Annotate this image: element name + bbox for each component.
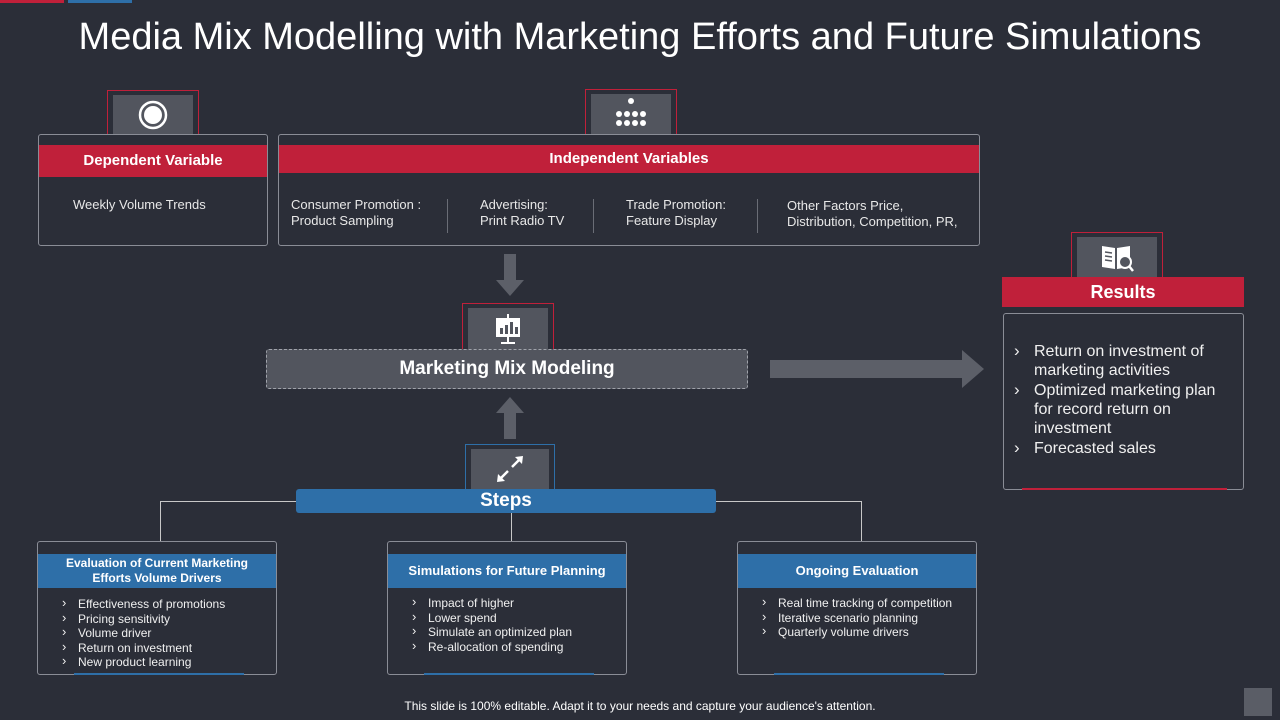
list-item: Effectiveness of promotions (60, 596, 225, 612)
steps-icon-frame (465, 444, 555, 490)
arrow-right-icon (770, 350, 984, 388)
step-card-2: Simulations for Future Planning Impact o… (387, 541, 627, 675)
independent-variables-card: Independent Variables Consumer Promotion… (278, 134, 980, 246)
list-item: Return on investment (60, 640, 225, 656)
step-card-underline (74, 673, 244, 675)
list-item: Return on investment of marketing activi… (1004, 341, 1229, 380)
slide-corner-marker (1244, 688, 1272, 716)
step-card-list: Impact of higher Lower spend Simulate an… (410, 595, 572, 655)
dependent-variable-header: Dependent Variable (39, 145, 267, 177)
connector-line (160, 501, 296, 502)
independent-item-4: Other Factors Price, Distribution, Compe… (787, 198, 958, 229)
connector-line (716, 501, 862, 502)
results-list: Return on investment of marketing activi… (1004, 341, 1229, 459)
footer-note: This slide is 100% editable. Adapt it to… (404, 699, 876, 713)
independent-item-1: Consumer Promotion : Product Sampling (291, 197, 422, 228)
results-card: Return on investment of marketing activi… (1003, 313, 1244, 490)
step-card-list: Real time tracking of competition Iterat… (760, 595, 952, 640)
list-item: Iterative scenario planning (760, 610, 952, 626)
results-underline (1022, 488, 1227, 490)
marketing-mix-modeling-box: Marketing Mix Modeling (266, 349, 748, 389)
step-card-header: Evaluation of Current Marketing Efforts … (38, 554, 276, 588)
dependent-variable-card: Dependent Variable Weekly Volume Trends (38, 134, 268, 246)
top-accent-blue (68, 0, 132, 3)
list-item: Forecasted sales (1004, 438, 1229, 458)
connector-line (160, 501, 161, 541)
step-card-header: Simulations for Future Planning (388, 554, 626, 588)
independent-item-3: Trade Promotion: Feature Display (626, 197, 726, 228)
target-icon (113, 95, 193, 135)
dependent-variable-text: Weekly Volume Trends (73, 197, 206, 212)
list-item: Pricing sensitivity (60, 611, 225, 627)
separator (757, 199, 758, 233)
list-item: Impact of higher (410, 595, 572, 611)
list-item: Re-allocation of spending (410, 639, 572, 655)
list-item: Volume driver (60, 625, 225, 641)
center-icon-frame (462, 303, 554, 350)
dependent-icon-frame (107, 90, 199, 135)
list-item: Quarterly volume drivers (760, 624, 952, 640)
results-icon-frame (1071, 232, 1163, 278)
list-item: Simulate an optimized plan (410, 624, 572, 640)
arrow-up-icon (496, 397, 524, 439)
presentation-chart-icon (468, 308, 548, 350)
list-item: New product learning (60, 654, 225, 670)
step-card-underline (774, 673, 944, 675)
list-item: Lower spend (410, 610, 572, 626)
steps-bar: Steps (296, 489, 716, 513)
step-card-header: Ongoing Evaluation (738, 554, 976, 588)
step-card-underline (424, 673, 594, 675)
expand-arrows-icon (471, 449, 549, 490)
book-search-icon (1077, 237, 1157, 278)
list-item: Real time tracking of competition (760, 595, 952, 611)
slide-title: Media Mix Modelling with Marketing Effor… (78, 16, 1202, 58)
connector-line (511, 513, 512, 541)
step-card-list: Effectiveness of promotions Pricing sens… (60, 596, 225, 670)
connector-line (861, 501, 862, 541)
step-card-1: Evaluation of Current Marketing Efforts … (37, 541, 277, 675)
separator (447, 199, 448, 233)
step-card-3: Ongoing Evaluation Real time tracking of… (737, 541, 977, 675)
list-item: Optimized marketing plan for record retu… (1004, 380, 1229, 438)
independent-icon-frame (585, 89, 677, 135)
arrow-down-icon (496, 254, 524, 296)
top-accent-red (0, 0, 64, 3)
results-header: Results (1002, 277, 1244, 307)
independent-item-2: Advertising: Print Radio TV (480, 197, 565, 228)
separator (593, 199, 594, 233)
dots-grid-icon (591, 94, 671, 135)
independent-variables-header: Independent Variables (279, 145, 979, 173)
